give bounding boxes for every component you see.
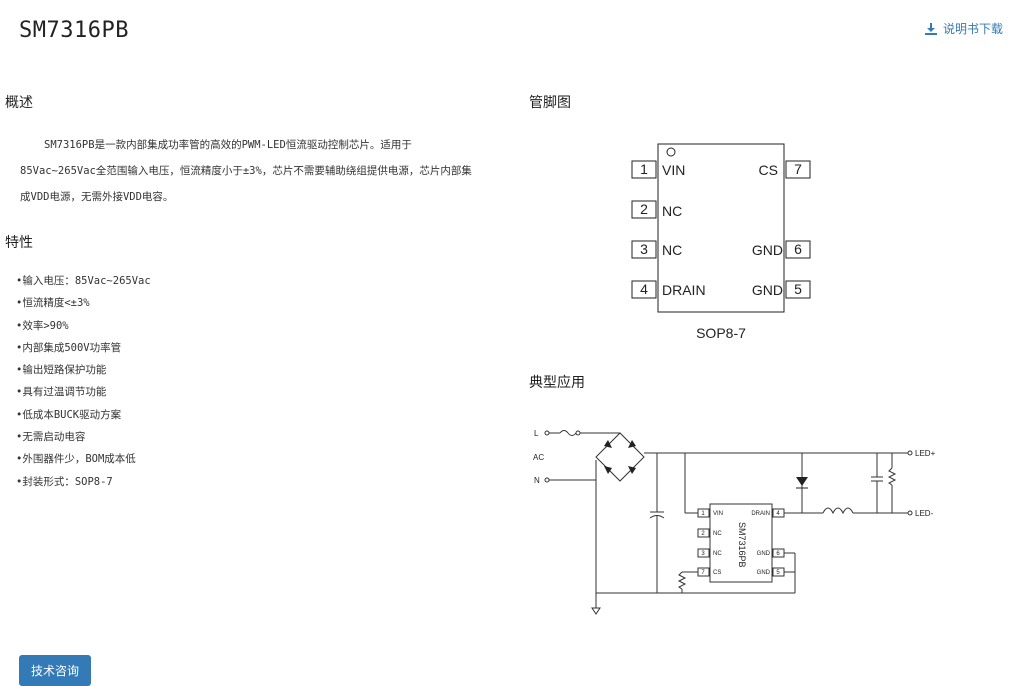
package-label: SOP8-7 [696,325,746,341]
chip-pin-name: GND [757,570,771,576]
download-icon [924,22,937,35]
pinout-heading: 管脚图 [529,95,571,111]
label-led-minus: LED- [915,509,934,518]
chip-pin-number: 5 [776,570,780,576]
feature-item: •效率>90% [16,319,69,332]
chip-pin-name: CS [713,570,721,576]
overview-text: SM7316PB是一款内部集成功率管的高效的PWM-LED恒流驱动控制芯片。适用… [20,139,472,203]
label-n: N [534,476,540,485]
chip-pin-name: NC [713,531,722,537]
chip-label: SM7316PB [737,522,747,568]
feature-item: •无需启动电容 [16,431,86,444]
pin-name: GND [752,282,783,298]
feature-item: •输出短路保护功能 [16,364,107,377]
pin1-marker-icon [666,147,676,157]
feature-item: •低成本BUCK驱动方案 [16,408,122,421]
chip-pin-number: 3 [701,551,705,557]
feature-item: •恒流精度<±3% [16,297,90,310]
tech-consult-button[interactable]: 技术咨询 [19,655,92,686]
label-led-plus: LED+ [915,449,936,458]
page-title: SM7316PB [19,18,129,43]
features-list: •输入电压：85Vac~265Vac •恒流精度<±3% •效率>90% •内部… [16,270,151,493]
pin-number: 2 [640,201,648,217]
pin-box [785,160,811,179]
application-heading: 典型应用 [529,375,585,391]
pinout-diagram: 1 VIN 2 NC 3 NC 4 DRAIN 7 CS 6 GND 5 GND… [631,143,811,341]
download-label: 说明书下载 [942,22,1003,36]
chip-pin-name: NC [713,551,722,557]
pin-name: VIN [662,162,685,178]
pin-number: 7 [794,161,802,177]
application-circuit: L AC N LED+ LED- 1 VIN 2 NC 3 NC 7 CS 4 … [533,429,936,615]
feature-item: •封装形式：SOP8-7 [16,475,113,488]
feature-item: •输入电压：85Vac~265Vac [16,275,151,287]
pin-number: 6 [794,241,802,257]
overview-heading: 概述 [5,95,33,111]
label-ac: AC [533,453,544,462]
chip-pin-number: 4 [776,511,780,517]
feature-item: •具有过温调节功能 [16,386,107,399]
pin-box [631,160,657,179]
diode-icon [796,477,808,489]
manual-download-link[interactable]: 说明书下载 [924,20,1003,37]
chip-pin-name: GND [757,551,771,557]
chip-pin-number: 2 [701,531,705,537]
pin-name: GND [752,242,783,258]
pin-box [785,280,811,299]
pin-box [631,280,657,299]
feature-item: •外围器件少，BOM成本低 [16,453,136,466]
chip-pin-number: 6 [776,551,780,557]
chip-pin-number: 1 [701,511,705,517]
features-heading: 特性 [5,235,33,251]
chip-pin-name: DRAIN [751,511,770,517]
pin-name: DRAIN [662,282,706,298]
pin-number: 4 [640,281,648,297]
pin-number: 5 [794,281,802,297]
bridge-rectifier-icon [604,440,636,474]
label-l: L [534,429,539,438]
chip-pin-name: VIN [713,511,723,517]
pin-box [631,240,657,259]
pin-box [785,240,811,259]
pin-number: 3 [640,241,648,257]
chip-pin-number: 7 [701,570,705,576]
pin-name: CS [759,162,778,178]
pin-number: 1 [640,161,648,177]
feature-item: •内部集成500V功率管 [16,341,122,354]
pin-name: NC [662,242,682,258]
pin-box [631,200,657,219]
pin-name: NC [662,203,682,219]
